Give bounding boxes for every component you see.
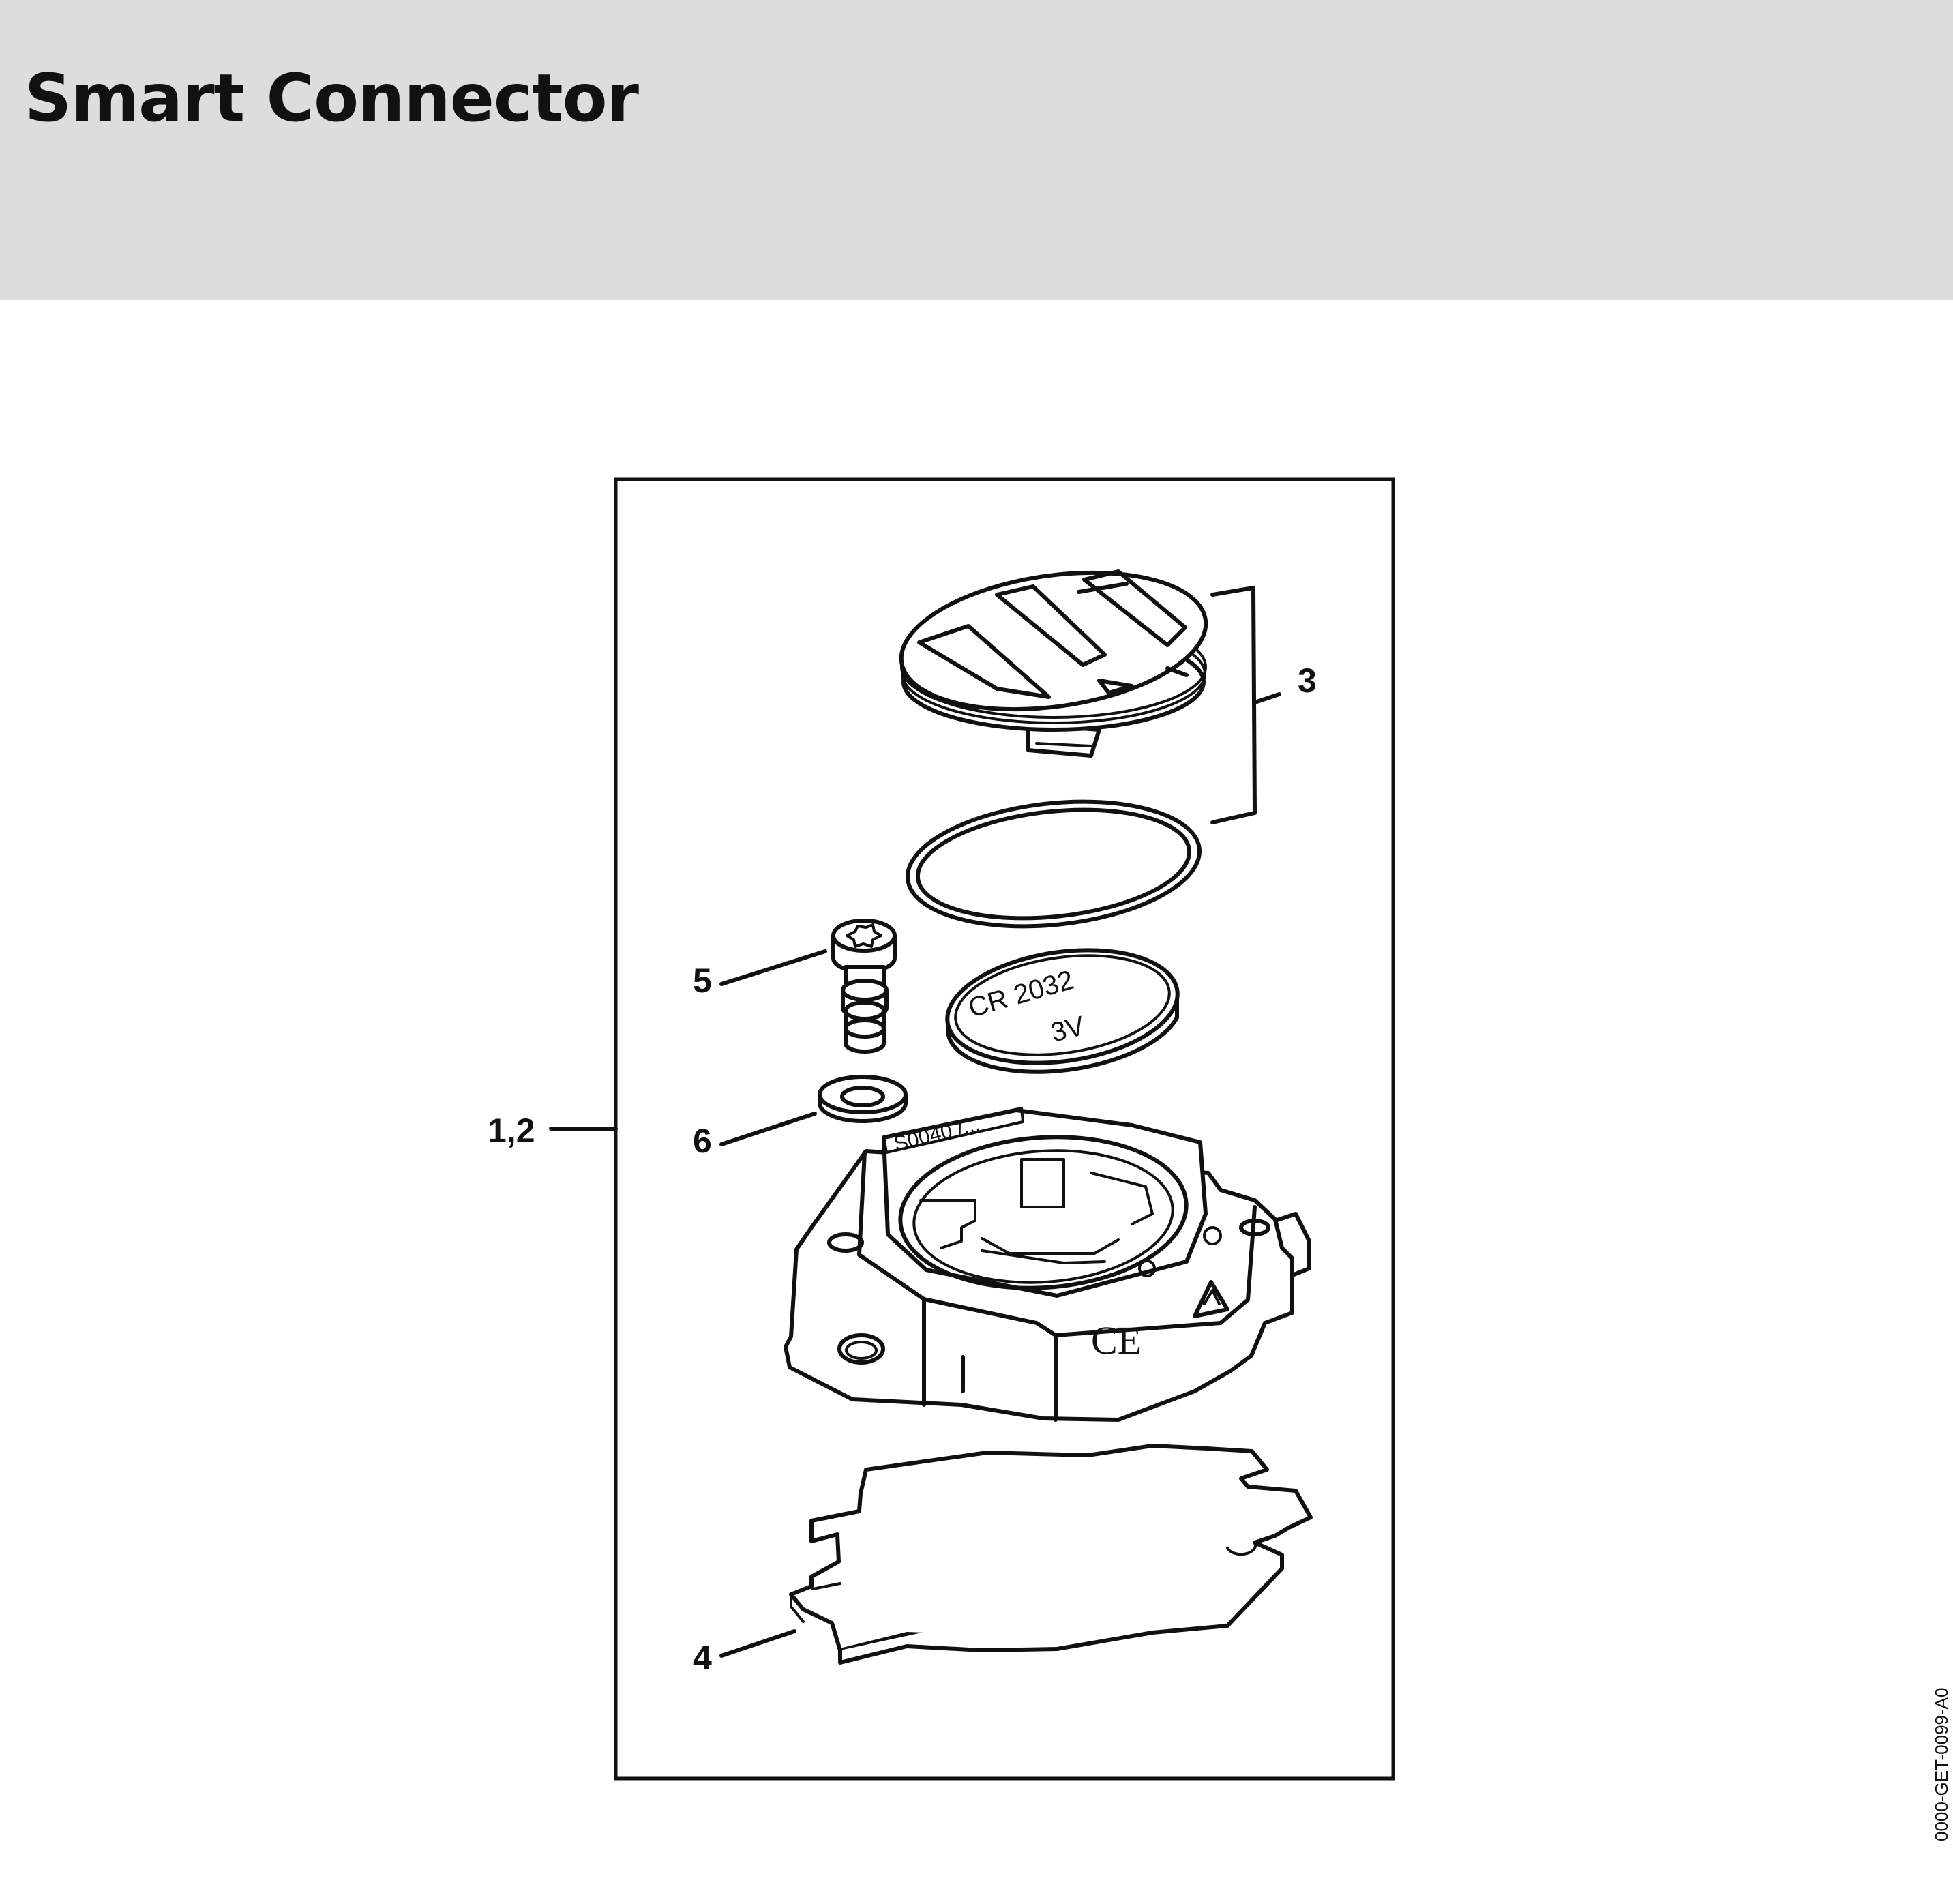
ce-mark: CE	[1091, 1318, 1142, 1363]
o-ring-icon	[905, 799, 1202, 929]
washer-icon	[818, 1075, 908, 1123]
screw-icon	[831, 919, 897, 1054]
page-title: Smart Connector	[25, 60, 639, 136]
gasket-plate-icon	[789, 1444, 1313, 1665]
callout-cover: 3	[1298, 661, 1317, 700]
cover-icon	[899, 569, 1208, 758]
figure-code: 0000-GET-0099-A0	[1931, 1687, 1952, 1841]
housing-icon: S0040 /... CE	[784, 1107, 1311, 1422]
callout-assembly: 1,2	[488, 1112, 535, 1150]
callout-gasket-plate: 4	[693, 1639, 712, 1677]
callout-washer: 6	[693, 1122, 712, 1160]
callout-screw: 5	[693, 962, 712, 1000]
battery-icon: CR 2032 3V	[945, 948, 1180, 1074]
bracket-cover	[1210, 586, 1257, 824]
header-bar: Smart Connector	[0, 0, 1953, 300]
